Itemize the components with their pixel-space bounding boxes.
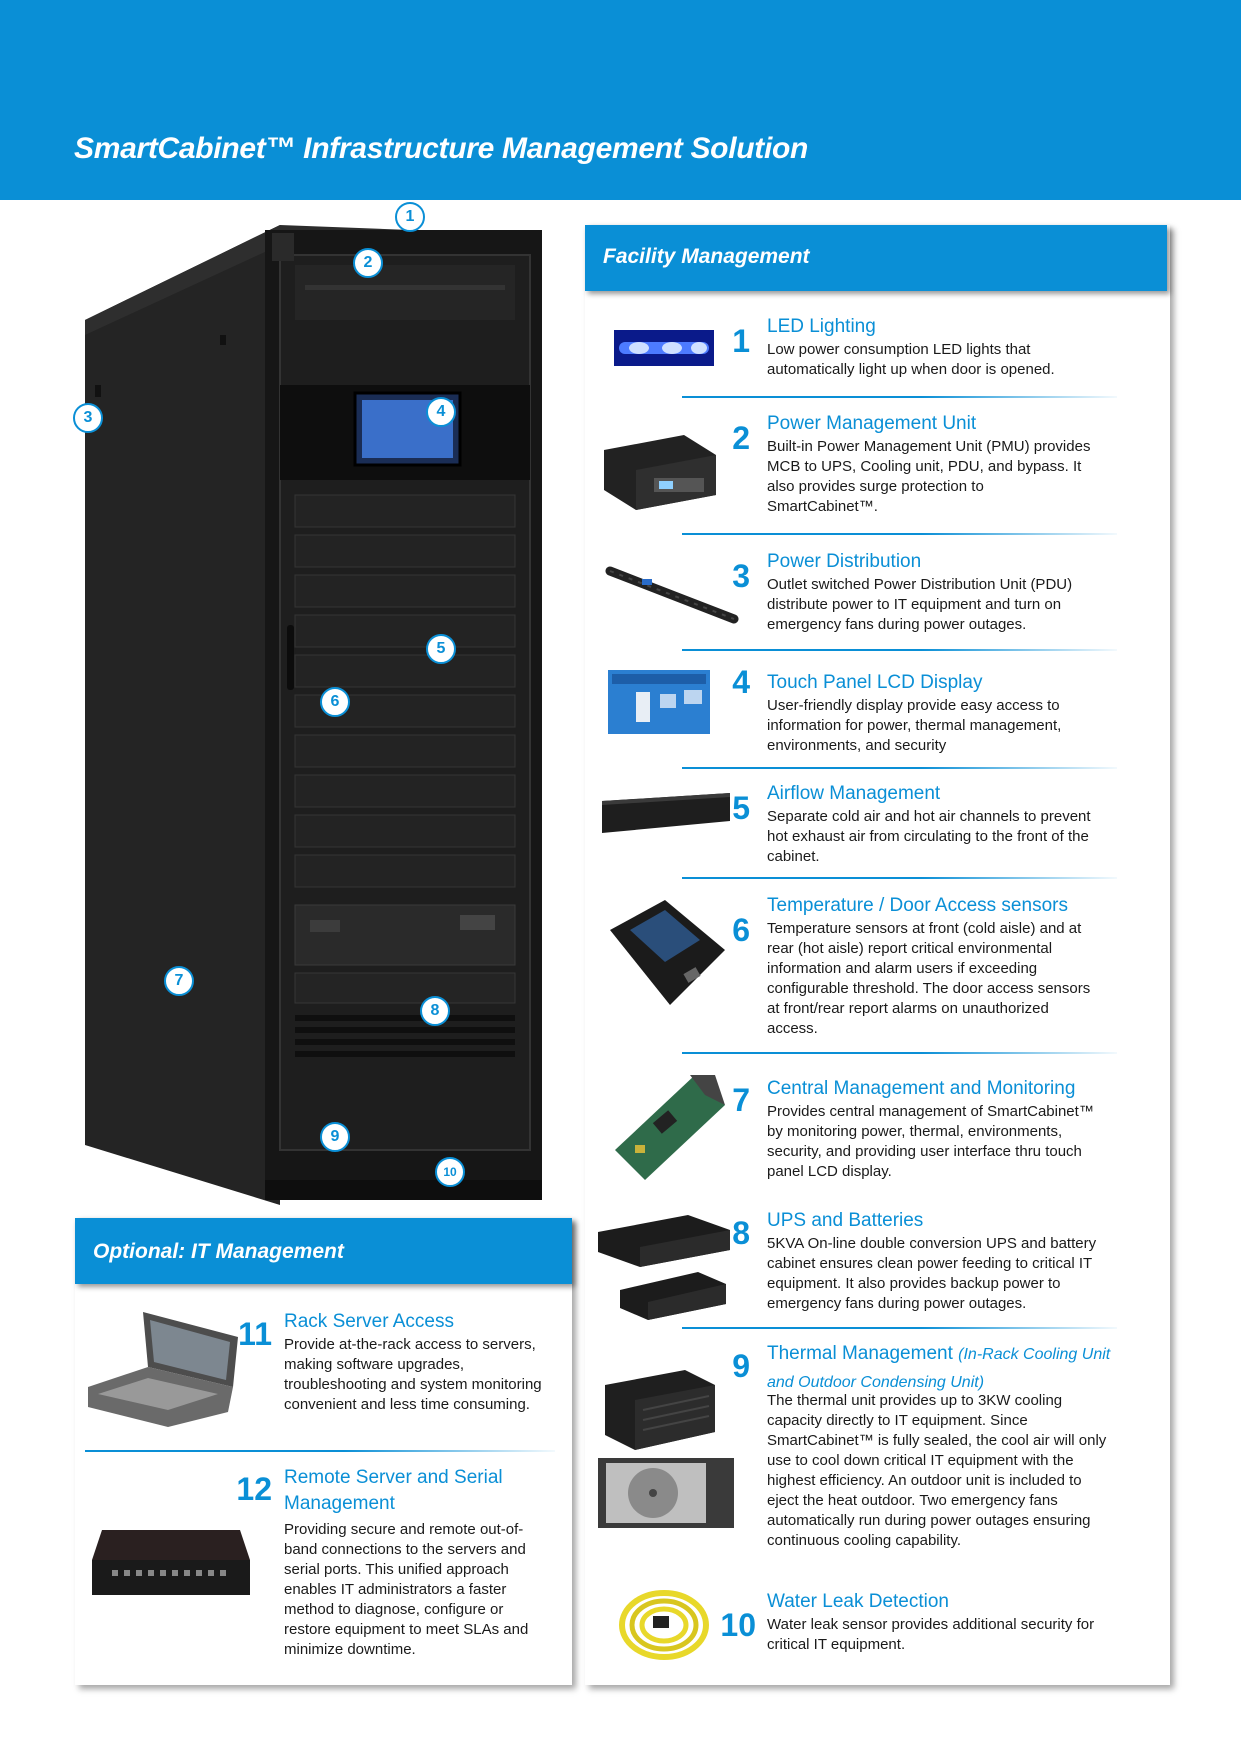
item-number: 3 <box>732 558 750 594</box>
item-description: The thermal unit provides up to 3KW cool… <box>767 1392 1107 1549</box>
item-title-text: Thermal Management <box>767 1343 953 1364</box>
facility-management-heading: Facility Management <box>585 225 1167 291</box>
item-title-note: and Outdoor Condensing Unit) <box>767 1374 985 1391</box>
callout-9: 9 <box>320 1122 350 1152</box>
item-title-continued: Management <box>284 1493 395 1514</box>
circuit-board-icon <box>615 1075 725 1180</box>
sensor-icon <box>610 900 725 1005</box>
item-description: Separate cold air and hot air channels t… <box>767 808 1091 865</box>
item-description: 5KVA On-line double conversion UPS and b… <box>767 1235 1097 1312</box>
item-number: 1 <box>732 323 750 359</box>
kvm-switch-icon <box>92 1530 250 1595</box>
blanking-panel-icon <box>602 793 730 833</box>
item-description: User-friendly display provide easy acces… <box>767 697 1062 754</box>
divider <box>682 1052 1117 1054</box>
outdoor-condenser-icon <box>598 1458 734 1528</box>
ups-icon <box>598 1215 730 1320</box>
item-number: 10 <box>720 1607 756 1643</box>
divider <box>682 533 1117 535</box>
item-number: 6 <box>732 912 750 948</box>
divider <box>682 767 1117 769</box>
item-description: Providing secure and remote out-of-band … <box>284 1521 529 1658</box>
item-number: 12 <box>236 1471 272 1507</box>
page-title: SmartCabinet™ Infrastructure Management … <box>74 132 809 165</box>
callout-8: 8 <box>420 996 450 1026</box>
divider <box>682 649 1117 651</box>
item-title: Power Distribution <box>767 551 922 572</box>
callout-1: 1 <box>395 202 425 232</box>
lcd-display-icon <box>608 670 710 734</box>
item-title: Touch Panel LCD Display <box>767 672 983 693</box>
item-title-continued: and Outdoor Condensing Unit) <box>767 1371 984 1393</box>
it-heading-text: Optional: IT Management <box>93 1240 344 1263</box>
item-description: Outlet switched Power Distribution Unit … <box>767 576 1073 633</box>
divider <box>682 1327 1117 1329</box>
cooling-unit-icon <box>605 1370 715 1450</box>
item-title: Remote Server and Serial <box>284 1467 503 1488</box>
item-title: Thermal Management (In-Rack Cooling Unit <box>767 1343 1110 1365</box>
rack-console-icon <box>88 1312 238 1427</box>
item-number: 2 <box>732 420 750 456</box>
item-number: 8 <box>732 1215 750 1251</box>
item-description: Temperature sensors at front (cold aisle… <box>767 920 1091 1037</box>
smartcabinet-illustration: 1 2 3 4 5 6 7 8 9 10 <box>73 202 550 1205</box>
led-strip-icon <box>614 330 714 366</box>
item-title: Rack Server Access <box>284 1311 454 1332</box>
item-description: Low power consumption LED lights that au… <box>767 341 1055 378</box>
pdu-icon <box>605 566 739 624</box>
callout-4: 4 <box>426 397 456 427</box>
header-banner: SmartCabinet™ Infrastructure Management … <box>0 0 1241 200</box>
cabinet-image <box>85 225 542 1205</box>
item-number: 9 <box>732 1348 750 1384</box>
item-number: 7 <box>732 1082 750 1118</box>
it-management-heading: Optional: IT Management <box>75 1218 572 1284</box>
facility-heading-text: Facility Management <box>603 245 810 268</box>
callout-7: 7 <box>164 966 194 996</box>
item-title: Water Leak Detection <box>767 1591 949 1612</box>
item-title: UPS and Batteries <box>767 1210 924 1231</box>
pmu-icon <box>604 435 716 510</box>
divider <box>682 396 1117 398</box>
callout-5: 5 <box>426 634 456 664</box>
item-title: LED Lighting <box>767 316 876 337</box>
item-description: Built-in Power Management Unit (PMU) pro… <box>767 438 1091 515</box>
item-number: 5 <box>732 790 750 826</box>
item-title: Airflow Management <box>767 783 941 804</box>
item-title: Power Management Unit <box>767 413 977 434</box>
item-description: Water leak sensor provides additional se… <box>767 1616 1095 1653</box>
item-number: 11 <box>238 1316 272 1352</box>
item-number: 4 <box>732 664 750 700</box>
item-title: Temperature / Door Access sensors <box>767 895 1068 916</box>
callout-10: 10 <box>435 1157 465 1187</box>
item-title: Central Management and Monitoring <box>767 1078 1076 1099</box>
water-leak-cable-icon <box>619 1590 709 1660</box>
callout-6: 6 <box>320 687 350 717</box>
callout-3: 3 <box>73 403 103 433</box>
item-description: Provide at-the-rack access to servers, m… <box>284 1336 542 1413</box>
callout-2: 2 <box>353 248 383 278</box>
item-description: Provides central management of SmartCabi… <box>767 1103 1094 1180</box>
divider <box>682 877 1117 879</box>
item-title-note: (In-Rack Cooling Unit <box>958 1346 1111 1363</box>
divider <box>85 1450 555 1452</box>
